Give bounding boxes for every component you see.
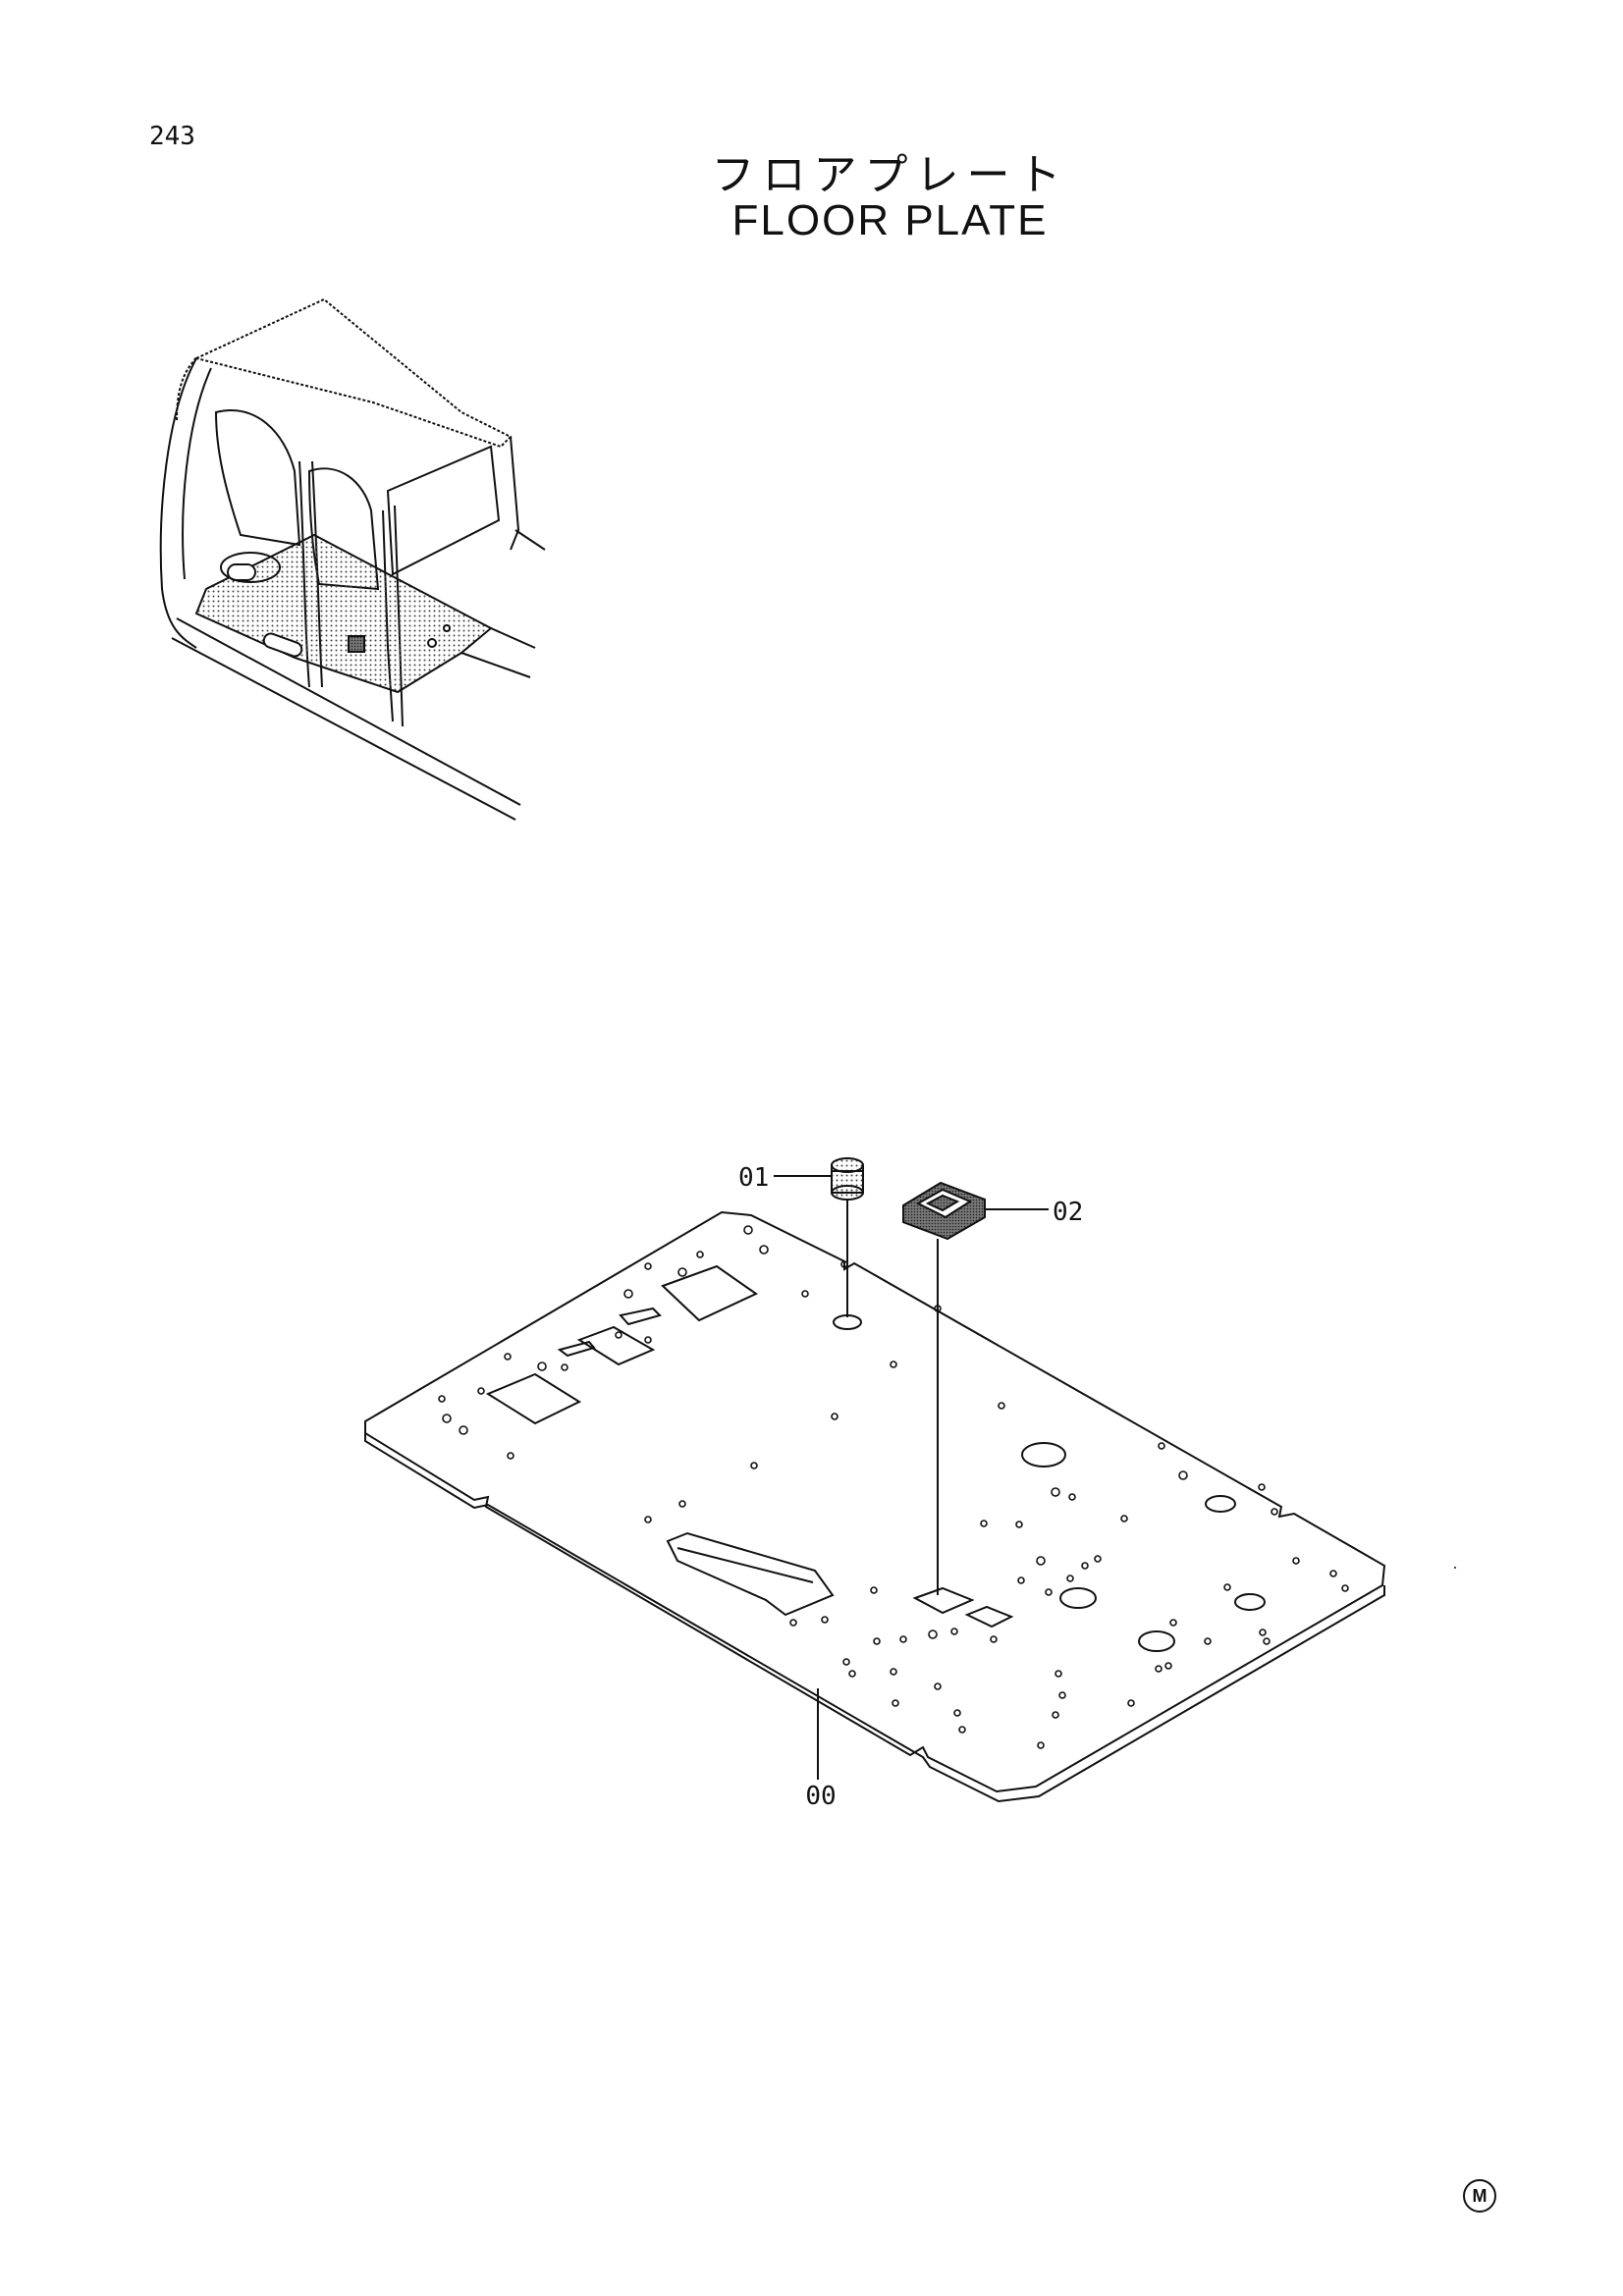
cab-illustration bbox=[159, 297, 546, 821]
manual-mark: M bbox=[1463, 2179, 1496, 2213]
part-02-cover bbox=[902, 1181, 986, 1595]
callout-00: 00 bbox=[805, 1782, 836, 1811]
stray-dot bbox=[1454, 1567, 1456, 1569]
page-number: 243 bbox=[149, 122, 195, 151]
title-english: FLOOR PLATE bbox=[731, 196, 1049, 244]
callout-01: 01 bbox=[738, 1163, 769, 1193]
callout-02: 02 bbox=[1053, 1198, 1083, 1227]
part-01-grommet bbox=[831, 1157, 864, 1317]
floor-plate-drawing bbox=[364, 1157, 1386, 1803]
title-japanese: フロアプレート bbox=[711, 150, 1069, 200]
